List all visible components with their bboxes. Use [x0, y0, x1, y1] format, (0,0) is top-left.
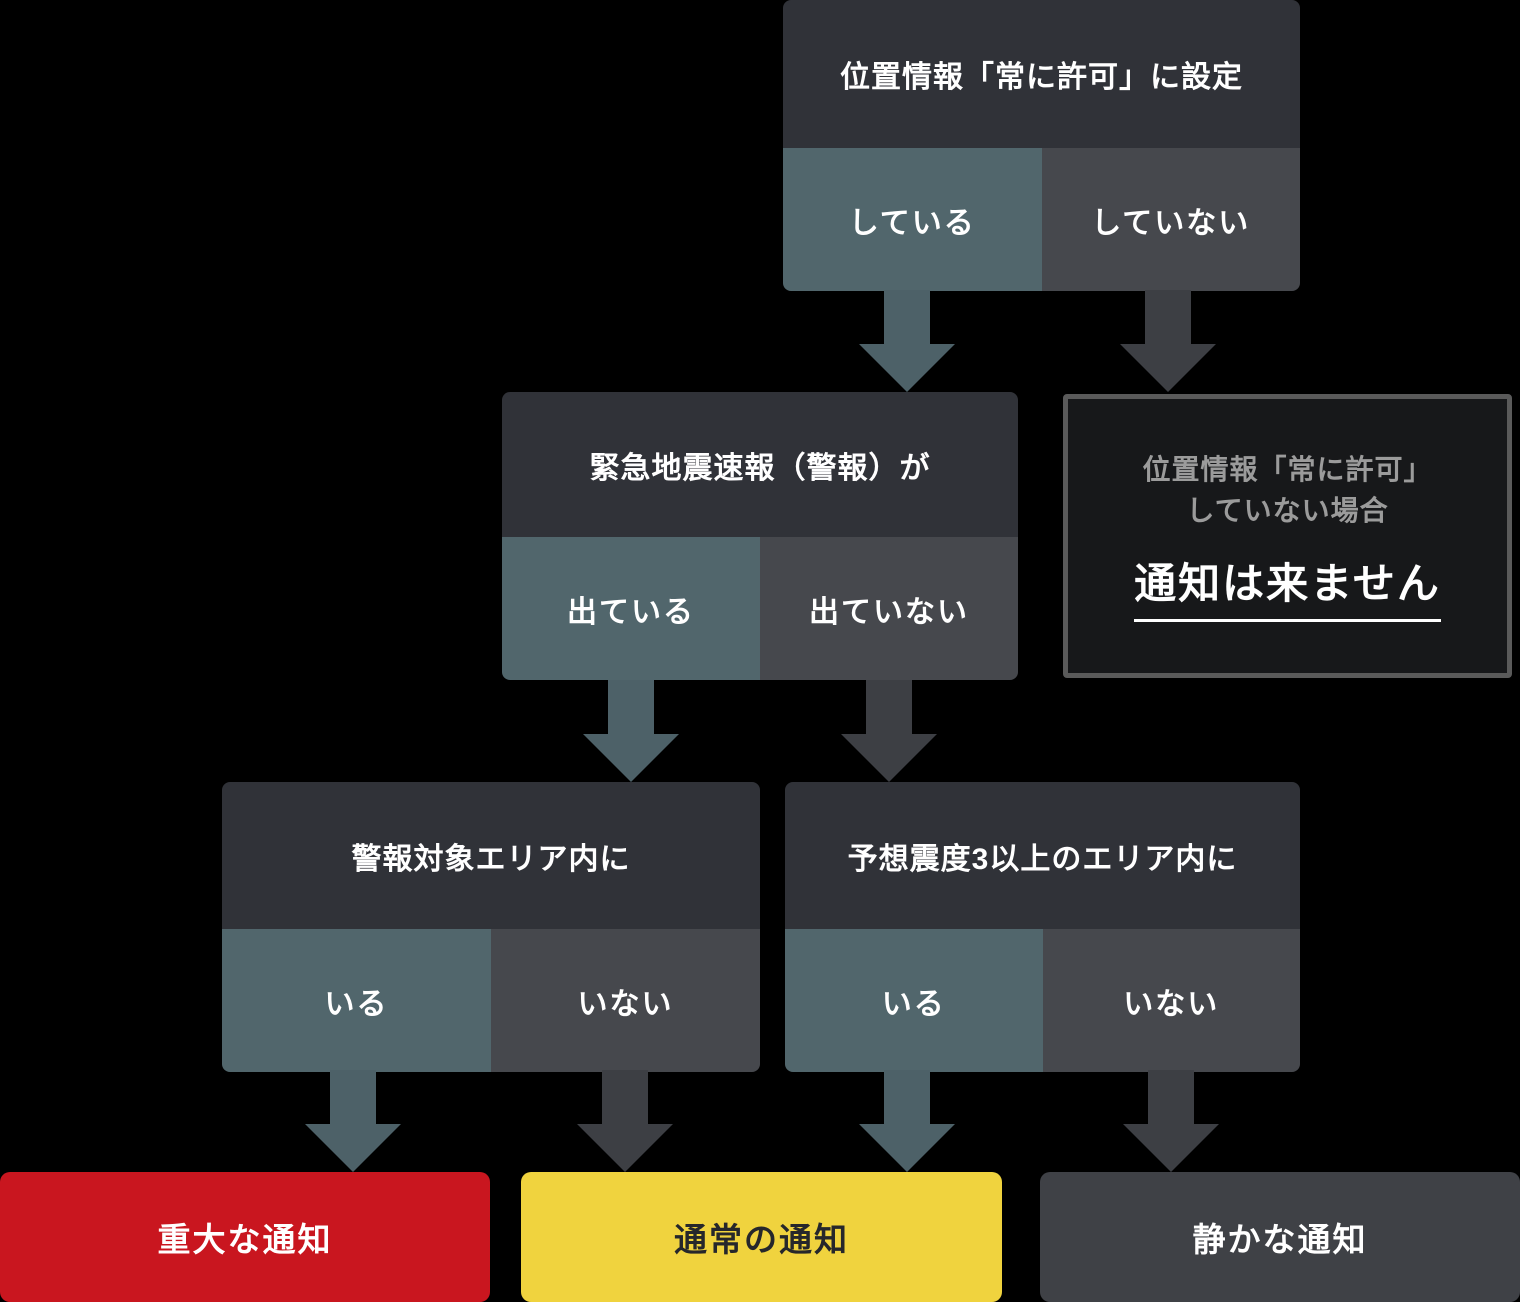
node-eew: 緊急地震速報（警報）が 出ている 出ていない	[502, 392, 1018, 680]
result-quiet-notification: 静かな通知	[1040, 1172, 1520, 1302]
node-warning-area-title: 警報対象エリア内に	[222, 782, 760, 929]
no-notification-info-box: 位置情報「常に許可」 していない場合 通知は来ません	[1063, 394, 1512, 678]
node-intensity-area-title: 予想震度3以上のエリア内に	[785, 782, 1300, 929]
no-notification-line2: していない場合	[1186, 495, 1389, 526]
node-intensity-area: 予想震度3以上のエリア内に いる いない	[785, 782, 1300, 1072]
no-notification-emphasis: 通知は来ません	[1134, 550, 1441, 622]
result-normal-notification: 通常の通知	[521, 1172, 1002, 1302]
option-intensity-area-no: いない	[1042, 929, 1300, 1072]
option-intensity-area-yes: いる	[785, 929, 1043, 1072]
arrow-warning-area-no-icon	[577, 1070, 673, 1172]
node-eew-options: 出ている 出ていない	[502, 537, 1018, 680]
option-eew-yes: 出ている	[502, 537, 760, 680]
arrow-eew-yes-icon	[583, 680, 679, 782]
node-location-permission-title: 位置情報「常に許可」に設定	[783, 0, 1300, 148]
arrow-eew-no-icon	[841, 680, 937, 782]
node-warning-area: 警報対象エリア内に いる いない	[222, 782, 760, 1072]
node-location-permission-options: している していない	[783, 148, 1300, 291]
result-critical-notification: 重大な通知	[0, 1172, 490, 1302]
option-warning-area-no: いない	[491, 929, 760, 1072]
arrow-warning-area-yes-icon	[305, 1070, 401, 1172]
option-eew-no: 出ていない	[760, 537, 1018, 680]
arrow-location-yes-icon	[859, 290, 955, 392]
option-warning-area-yes: いる	[222, 929, 491, 1072]
option-location-yes: している	[783, 148, 1042, 291]
no-notification-line1: 位置情報「常に許可」	[1142, 454, 1433, 486]
node-intensity-area-options: いる いない	[785, 929, 1300, 1072]
arrow-location-no-icon	[1120, 290, 1216, 392]
node-eew-title: 緊急地震速報（警報）が	[502, 392, 1018, 537]
arrow-intensity-area-yes-icon	[859, 1070, 955, 1172]
node-warning-area-options: いる いない	[222, 929, 760, 1072]
option-location-no: していない	[1041, 148, 1300, 291]
node-location-permission: 位置情報「常に許可」に設定 している していない	[783, 0, 1300, 291]
arrow-intensity-area-no-icon	[1123, 1070, 1219, 1172]
